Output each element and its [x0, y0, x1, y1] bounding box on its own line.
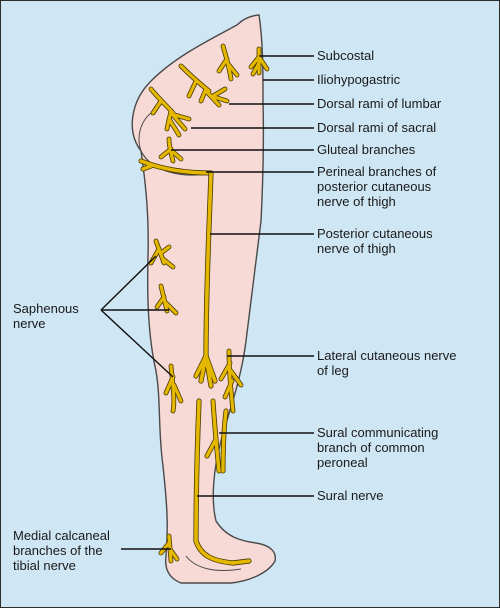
nerve-saphenous-upper	[148, 238, 176, 270]
nerve-iliohypogastric-branch	[217, 57, 229, 73]
nerve-dorsal-sacral	[148, 86, 192, 138]
nerve-dorsal-rami-lumbar-branch	[187, 79, 198, 98]
nerve-subcostal-branch	[257, 55, 269, 71]
leg-silhouette	[131, 14, 276, 584]
label-posterior-cutaneous-nerve: Posterior cutaneous nerve of thigh	[317, 226, 433, 256]
nerve-saphenous-lower-branch	[169, 364, 176, 413]
nerve-subcostal	[248, 46, 270, 77]
buttock-curve	[138, 112, 152, 152]
leader-saphenous-1	[100, 255, 157, 311]
nerve-saphenous-upper-branch	[161, 257, 175, 269]
label-dorsal-rami-sacral: Dorsal rami of sacral	[317, 120, 437, 135]
nerve-saphenous-mid	[154, 283, 179, 316]
nerve-sural-branch	[194, 539, 235, 565]
nerve-sural-branch	[194, 399, 201, 543]
label-dorsal-rami-lumbar: Dorsal rami of lumbar	[317, 96, 442, 111]
nerve-sural	[193, 398, 252, 566]
nerve-sural-communicating	[204, 398, 229, 474]
nerve-subcostal-branch	[251, 61, 261, 76]
nerve-gluteal-branch	[159, 147, 173, 159]
heel-curve	[185, 555, 242, 571]
nerve-dorsal-sacral-branch	[151, 99, 163, 115]
nerve-saphenous-lower-branch	[172, 383, 183, 403]
nerve-perineal	[138, 158, 214, 176]
label-subcostal: Subcostal	[317, 48, 375, 63]
label-perineal-branches: Perineal branches of posterior cutaneous…	[317, 164, 437, 209]
nerve-sural-communicating-branch	[221, 409, 228, 473]
nerve-medial-calcaneal-branch	[159, 541, 171, 555]
nerve-dorsal-rami-lumbar	[178, 63, 230, 108]
label-medial-calcaneal-branches: Medial calcaneal branches of the tibial …	[13, 528, 110, 573]
nerve-perineal-branch	[141, 164, 153, 171]
nerve-saphenous-lower-branch	[164, 375, 175, 395]
nerve-saphenous-mid-branch	[155, 295, 166, 309]
nerve-dorsal-sacral-branch	[173, 113, 191, 121]
nerve-dorsal-sacral-branch	[167, 117, 181, 137]
nerve-iliohypogastric-branch	[227, 63, 239, 77]
nerve-saphenous-upper-branch	[149, 247, 161, 265]
nerve-perineal-branch	[139, 159, 213, 175]
nerve-gluteal	[158, 136, 184, 164]
nerve-saphenous-upper-branch	[159, 245, 171, 255]
nerve-posterior-cutaneous-thigh-branch	[204, 354, 217, 383]
nerve-posterior-cutaneous-thigh-branch	[204, 171, 213, 358]
nerve-iliohypogastric-branch	[221, 44, 233, 81]
nerve-lateral-cutaneous-leg-branch	[223, 379, 234, 399]
leader-saphenous-3	[100, 309, 174, 378]
nerve-dorsal-sacral-branch	[171, 113, 187, 131]
nerve-medial-calcaneal-branch	[168, 547, 179, 561]
nerve-posterior-cutaneous-thigh	[193, 170, 218, 389]
leader-lines	[100, 55, 314, 550]
nerve-lateral-cutaneous-leg-branch	[229, 369, 243, 387]
label-lateral-cutaneous-nerve: Lateral cutaneous nerve of leg	[317, 348, 457, 378]
nerve-dorsal-rami-lumbar-branch	[211, 87, 227, 98]
nerve-sural-branch	[231, 559, 251, 565]
nerve-saphenous-lower	[163, 363, 184, 414]
label-sural-nerve: Sural nerve	[317, 488, 384, 503]
nerve-iliohypogastric	[216, 43, 240, 82]
nerve-subcostal-branch	[249, 55, 261, 69]
label-sural-communicating-branch: Sural communicating branch of common per…	[317, 425, 439, 470]
nerve-lateral-cutaneous-leg-branch	[219, 361, 232, 381]
label-iliohypogastric: Iliohypogastric	[317, 72, 401, 87]
nerve-saphenous-mid-branch	[164, 301, 178, 315]
nerve-sural-communicating-branch	[205, 439, 217, 458]
label-gluteal-branches: Gluteal branches	[317, 142, 416, 157]
nerve-gluteal-branch	[170, 149, 183, 161]
label-saphenous-nerve: Saphenous nerve	[13, 301, 79, 331]
